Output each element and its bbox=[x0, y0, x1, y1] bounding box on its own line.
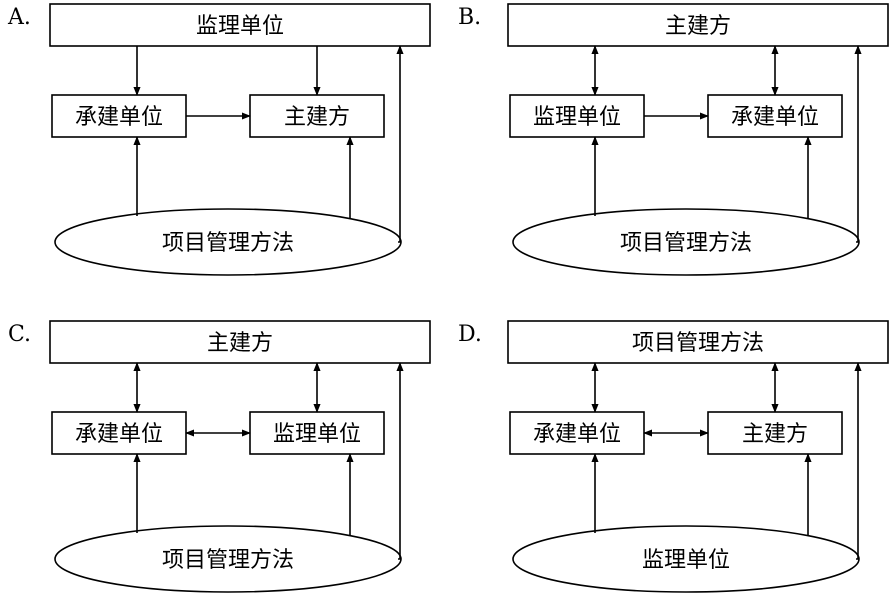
arrow-ellipse-top bbox=[396, 45, 404, 243]
top-box-label: 主建方 bbox=[207, 331, 273, 356]
top-box-label: 项目管理方法 bbox=[632, 331, 764, 356]
option-d-panel: D. 项目管理方法 承建单位 主建方 监理单位 bbox=[458, 320, 889, 593]
ellipse-label: 项目管理方法 bbox=[162, 548, 294, 573]
left-box-label: 承建单位 bbox=[533, 422, 621, 447]
arrow-ellipse-top bbox=[854, 45, 862, 243]
option-letter: C. bbox=[8, 322, 31, 347]
right-box-label: 监理单位 bbox=[273, 422, 361, 447]
right-box-label: 承建单位 bbox=[731, 105, 819, 130]
ellipse-label: 项目管理方法 bbox=[620, 231, 752, 256]
left-box-label: 承建单位 bbox=[75, 105, 163, 130]
right-box-label: 主建方 bbox=[742, 422, 808, 447]
right-box bbox=[249, 411, 385, 455]
left-box bbox=[51, 411, 187, 455]
method-ellipse bbox=[512, 525, 860, 593]
top-box bbox=[507, 3, 889, 47]
method-ellipse bbox=[54, 525, 402, 593]
left-box-label: 承建单位 bbox=[75, 422, 163, 447]
method-ellipse bbox=[512, 208, 860, 276]
arrow-ellipse-top bbox=[396, 362, 404, 560]
option-letter: A. bbox=[7, 5, 31, 30]
option-letter: B. bbox=[458, 5, 481, 30]
ellipse-label: 项目管理方法 bbox=[162, 231, 294, 256]
ellipse-label: 监理单位 bbox=[642, 548, 730, 573]
right-box bbox=[707, 411, 843, 455]
left-box bbox=[509, 411, 645, 455]
top-box bbox=[49, 3, 431, 47]
option-b-panel: B. 主建方 监理单位 承建单位 项目管理方法 bbox=[458, 3, 889, 276]
option-a-panel: A. 监理单位 承建单位 主建方 项目管理方法 bbox=[7, 3, 431, 276]
top-box-label: 监理单位 bbox=[196, 14, 284, 39]
method-ellipse bbox=[54, 208, 402, 276]
top-box-label: 主建方 bbox=[665, 14, 731, 39]
option-c-panel: C. 主建方 承建单位 监理单位 项目管理方法 bbox=[8, 320, 431, 593]
right-box-label: 主建方 bbox=[284, 105, 350, 130]
left-box bbox=[51, 94, 187, 138]
option-letter: D. bbox=[458, 322, 482, 347]
top-box bbox=[49, 320, 431, 364]
left-box-label: 监理单位 bbox=[533, 105, 621, 130]
top-box bbox=[507, 320, 889, 364]
arrow-ellipse-top bbox=[854, 362, 862, 560]
